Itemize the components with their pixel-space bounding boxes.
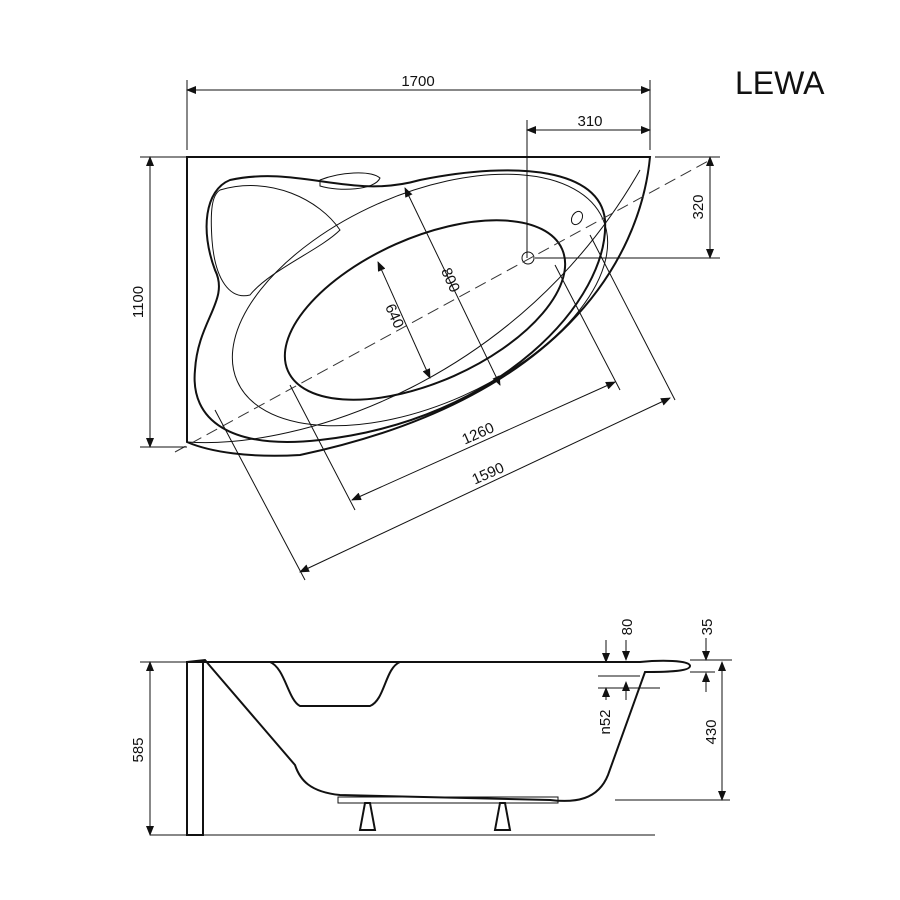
overflow-height-label: 80 [619,619,636,636]
headrest [210,185,341,297]
front-panel [186,661,204,836]
total-height-label: 585 [130,737,147,762]
drain-x-label: 310 [577,113,602,130]
tub-depth-label: 430 [703,719,720,744]
right-foot [493,802,512,831]
center-axis [174,159,711,453]
outer-length-label: 1590 [469,459,506,488]
outer-width-label: 800 [437,265,463,295]
drain-icon [521,251,535,265]
rim-thickness-label: 35 [699,619,716,636]
variant-title: LEWA [735,65,825,101]
basin-inner [283,219,567,401]
top-view: 1700 310 320 1100 1260 1590 800 640 [130,73,720,581]
base-frame [337,796,559,804]
inner-length-label: 1260 [459,419,496,448]
armrest [319,172,381,190]
left-foot [358,802,377,831]
tub-profile [186,658,692,802]
headrest-recess [269,661,401,707]
overflow-diameter-label: n52 [597,709,614,734]
depth-label: 1100 [130,286,147,318]
overflow-icon [570,210,584,226]
tub-outline [186,156,652,457]
side-view: 585 430 80 n52 35 [130,619,732,836]
width-label: 1700 [401,73,434,90]
inner-width-label: 640 [381,301,407,331]
drain-y-label: 320 [690,194,707,219]
